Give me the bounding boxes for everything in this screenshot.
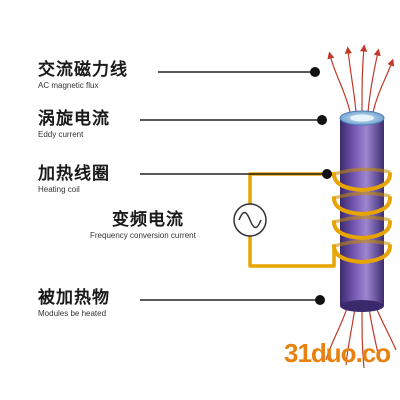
label-work: 被加热物 Modules be heated — [38, 288, 110, 319]
flux-arrow-icon — [367, 48, 381, 113]
flux-arrow-icon — [360, 44, 368, 113]
label-freq-zh: 变频电流 — [112, 210, 184, 230]
label-coil-zh: 加热线圈 — [38, 164, 110, 184]
leader-dots — [310, 67, 332, 305]
ac-source-icon — [233, 203, 267, 237]
heating-coil — [332, 172, 392, 265]
heating-coil-back — [333, 167, 391, 248]
label-work-zh: 被加热物 — [38, 288, 110, 308]
leader-lines — [140, 71, 325, 301]
watermark: 31duo.co — [284, 338, 391, 369]
watermark-rest: duo.co — [310, 338, 391, 368]
flux-lines-top — [327, 44, 395, 113]
watermark-digits: 31 — [284, 338, 312, 368]
label-freq-en: Frequency conversion current — [90, 231, 196, 240]
label-coil: 加热线圈 Heating coil — [38, 164, 110, 195]
flux-arrow-icon — [372, 58, 395, 113]
label-eddy: 涡旋电流 Eddy current — [38, 109, 110, 140]
label-flux-zh: 交流磁力线 — [38, 60, 128, 80]
flux-arrow-icon — [344, 46, 357, 113]
label-work-en: Modules be heated — [38, 309, 107, 318]
label-freq: 变频电流 Frequency conversion current — [90, 210, 196, 241]
label-eddy-zh: 涡旋电流 — [38, 109, 110, 129]
label-flux: 交流磁力线 AC magnetic flux — [38, 60, 128, 91]
label-flux-en: AC magnetic flux — [38, 81, 99, 90]
label-eddy-en: Eddy current — [38, 130, 84, 139]
label-coil-en: Heating coil — [38, 185, 80, 194]
flux-arrow-icon — [327, 51, 351, 113]
